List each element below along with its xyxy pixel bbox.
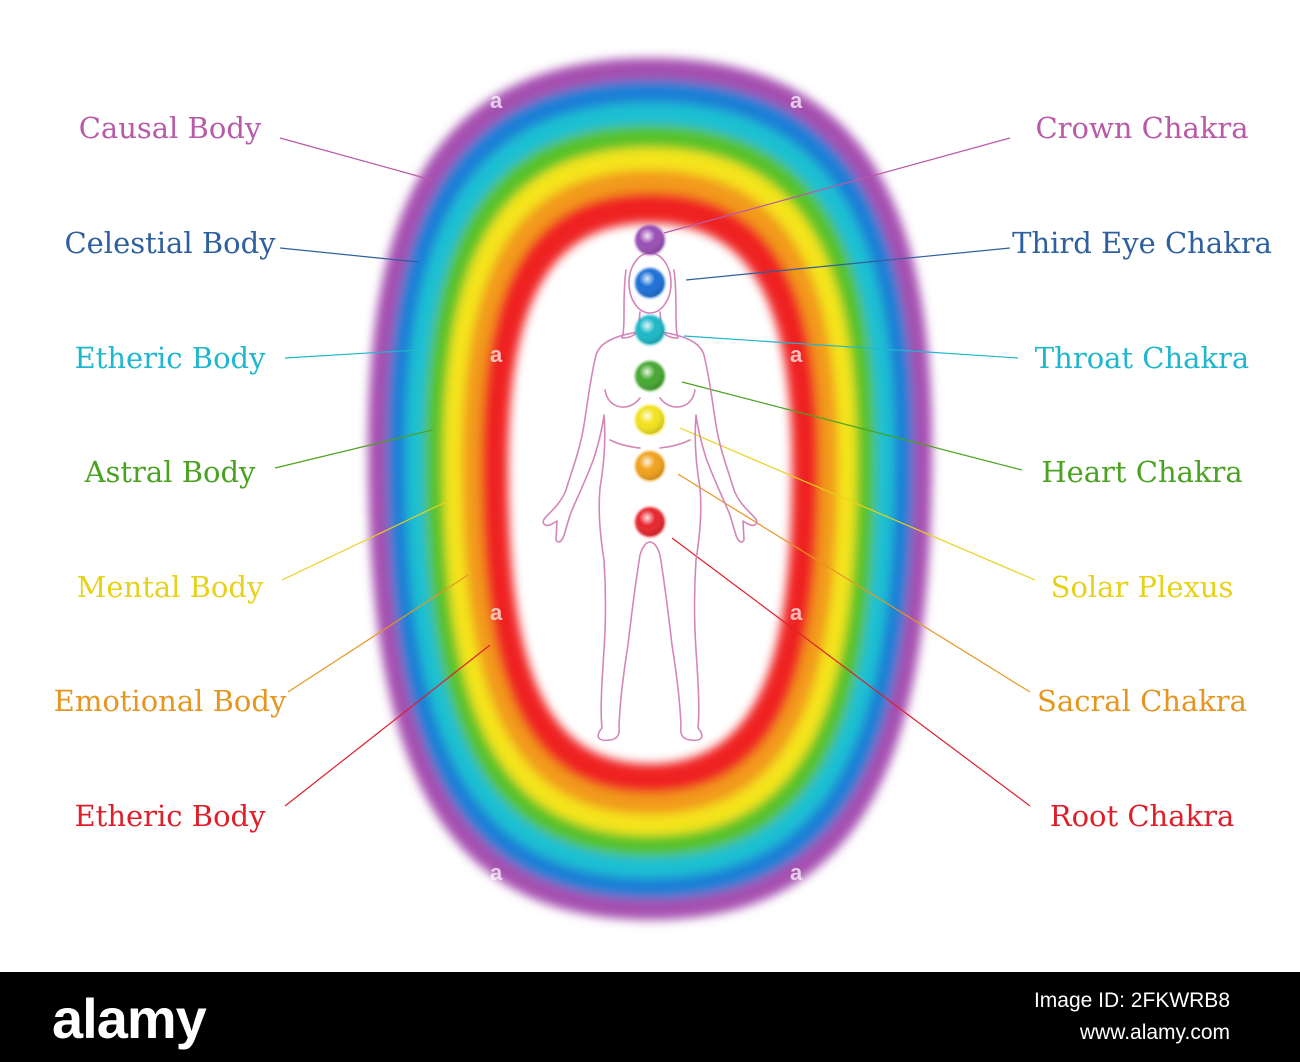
leader-line (281, 499, 451, 581)
leader-line (685, 247, 1011, 281)
watermark-marks: a a a a a a a a (490, 88, 803, 885)
leader-line (279, 247, 419, 263)
chakra-orbs (635, 225, 665, 537)
watermark-mark: a (790, 860, 803, 885)
chakra-label: Root Chakra (1049, 799, 1235, 833)
watermark-mark: a (490, 600, 503, 625)
leader-line (681, 381, 1023, 471)
leader-line (279, 137, 433, 181)
chakra-orb (635, 405, 665, 435)
aura-body-label: Etheric Body (74, 341, 266, 375)
chakra-orb (635, 451, 665, 481)
figure-waist (609, 439, 691, 449)
leader-line (683, 335, 1019, 359)
leader-line (284, 349, 419, 359)
leader-line (274, 429, 433, 469)
chakra-label: Throat Chakra (1034, 341, 1250, 375)
chakra-label: Heart Chakra (1041, 455, 1243, 489)
chakra-label: Crown Chakra (1035, 111, 1249, 145)
leader-line (663, 137, 1011, 234)
watermark-mark: a (490, 88, 503, 113)
aura-body-label: Celestial Body (64, 226, 276, 260)
watermark-mark: a (790, 88, 803, 113)
figure-chest (604, 389, 696, 408)
aura-body-label: Emotional Body (53, 684, 287, 718)
chakra-label: Sacral Chakra (1037, 684, 1247, 718)
leader-line (679, 427, 1036, 581)
aura-body-label: Causal Body (78, 111, 262, 145)
chakra-orb (635, 315, 665, 345)
leader-lines (274, 137, 1036, 807)
aura-body-label: Etheric Body (74, 799, 266, 833)
chakra-orb (635, 507, 665, 537)
aura-body-label: Mental Body (76, 570, 264, 604)
chakra-orb (635, 361, 665, 391)
leader-line (677, 473, 1031, 693)
chakra-label: Solar Plexus (1050, 570, 1234, 604)
watermark-mark: a (490, 342, 503, 367)
leader-line (284, 644, 491, 807)
chakra-orb (635, 268, 665, 298)
watermark-mark: a (790, 600, 803, 625)
aura-inner-space (508, 223, 792, 764)
leader-line (287, 574, 469, 693)
aura-center (508, 223, 792, 764)
aura-diagram: a a a a a a a a (274, 58, 1036, 920)
chakra-orb (635, 225, 665, 255)
watermark-mark: a (790, 342, 803, 367)
aura-body-label: Astral Body (84, 455, 256, 489)
alamy-logo: alamy (52, 987, 207, 1050)
leader-line (671, 537, 1031, 807)
site-url: www.alamy.com (1079, 1021, 1230, 1044)
figure-body-left (542, 331, 651, 742)
chakra-label: Third Eye Chakra (1012, 226, 1272, 260)
figure-body-right (649, 331, 758, 742)
image-id: Image ID: 2FKWRB8 (1033, 989, 1230, 1012)
stock-footer: alamy Image ID: 2FKWRB8 www.alamy.com (0, 972, 1300, 1062)
watermark-mark: a (490, 860, 503, 885)
